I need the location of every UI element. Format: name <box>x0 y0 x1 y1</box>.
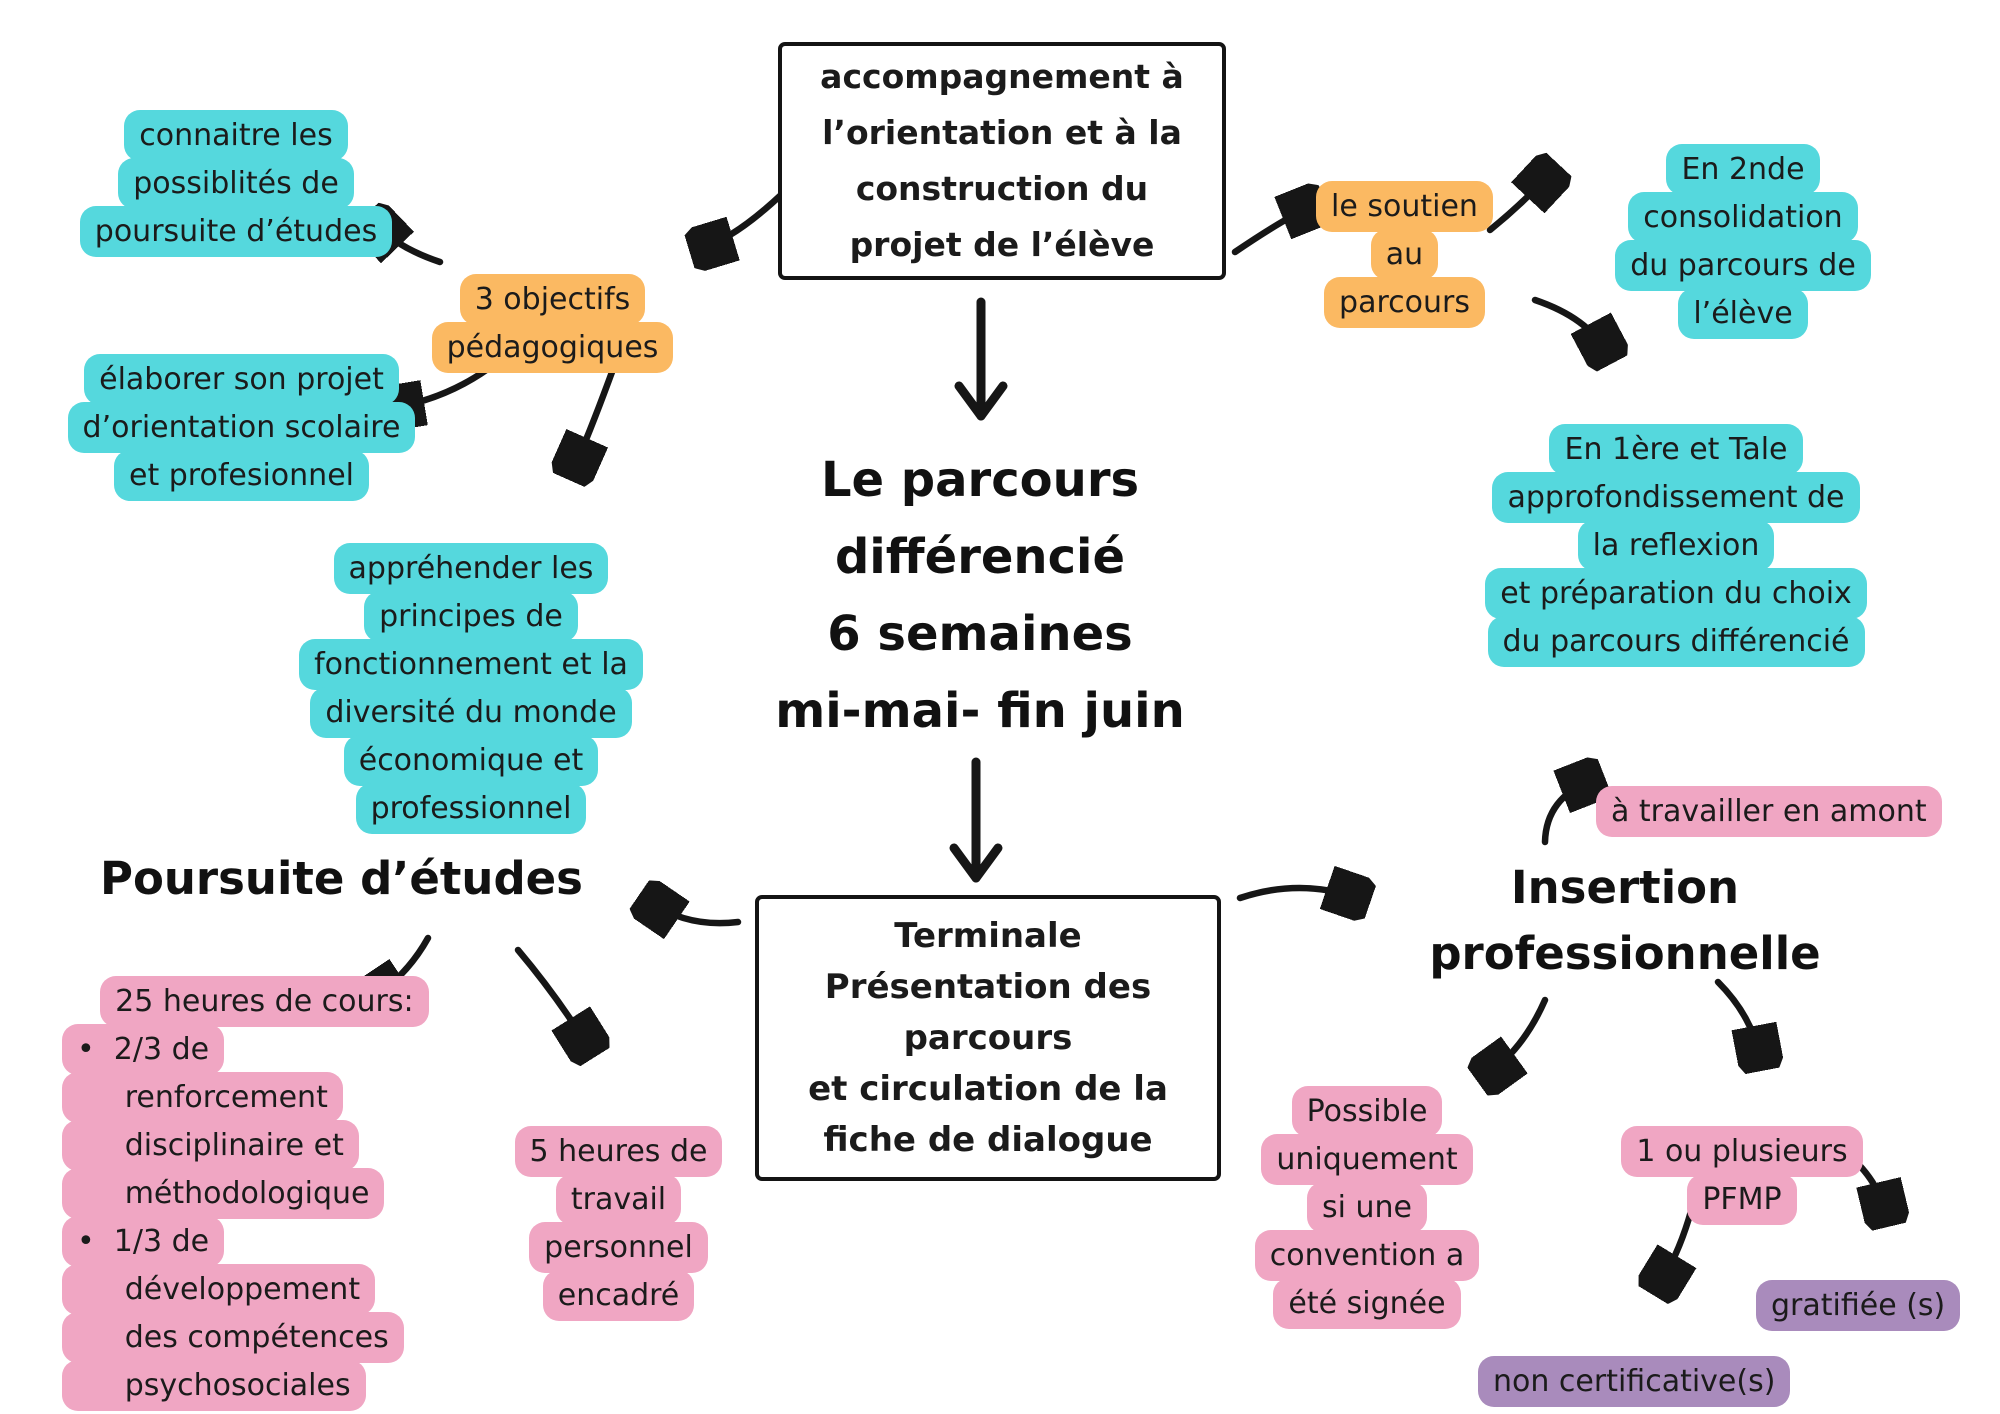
node-terminale-text: Terminale Présentation des parcours et c… <box>808 915 1168 1160</box>
node-accompagnement-text: accompagnement à l’orientation et à la c… <box>820 57 1184 264</box>
node-5-heures-text: 5 heures de travail personnel encadré <box>514 1126 723 1321</box>
node-elaborer-projet: élaborer son projet d’orientation scolai… <box>44 308 439 501</box>
node-apprehender-principes: appréhender les principes de fonctionnem… <box>286 497 656 834</box>
node-3-objectifs: 3 objectifs pédagogiques <box>420 228 685 373</box>
node-5-heures: 5 heures de travail personnel encadré <box>486 1080 751 1321</box>
arrow-insertion-to-amont <box>1541 780 1592 846</box>
node-connaitre-text: connaitre les possiblités de poursuite d… <box>79 110 393 257</box>
node-pfmp: 1 ou plusieurs PFMP <box>1612 1080 1872 1225</box>
node-elaborer-text: élaborer son projet d’orientation scolai… <box>67 354 416 501</box>
arrow-terminale-to-poursuite <box>650 902 742 923</box>
node-connaitre-possibilites: connaitre les possiblités de poursuite d… <box>66 64 406 257</box>
arrow-accompagnement-to-soutien <box>1231 206 1313 256</box>
node-pfmp-text: 1 ou plusieurs PFMP <box>1621 1126 1863 1225</box>
node-terminale-box: Terminale Présentation des parcours et c… <box>755 895 1221 1181</box>
node-en-2nde: En 2nde consolidation du parcours de l’é… <box>1568 98 1918 339</box>
node-possible-text: Possible uniquement si une convention a … <box>1254 1086 1480 1329</box>
node-apprehender-text: appréhender les principes de fonctionnem… <box>299 543 643 834</box>
node-non-certificative: non certificative(s) <box>1478 1310 1791 1407</box>
node-non-certificative-text: non certificative(s) <box>1478 1356 1791 1407</box>
node-gratifiee: gratifiée (s) <box>1756 1234 1961 1331</box>
node-gratifiee-text: gratifiée (s) <box>1756 1280 1961 1331</box>
node-accompagnement-box: accompagnement à l’orientation et à la c… <box>778 42 1226 280</box>
arrow-title-to-terminale-head <box>949 843 1003 883</box>
arrow-accompagnement-to-title-head <box>954 381 1008 421</box>
arrow-insertion-to-pfmp <box>1714 978 1760 1058</box>
arrow-poursuite-to-5h <box>514 946 588 1046</box>
node-soutien-text: le soutien au parcours <box>1316 181 1493 328</box>
node-possible-convention: Possible uniquement si une convention a … <box>1242 1040 1492 1329</box>
central-title: Le parcours différencié 6 semaines mi-ma… <box>775 452 1185 739</box>
arrow-accompagnement-to-objectifs <box>702 190 786 248</box>
node-en-2nde-text: En 2nde consolidation du parcours de l’é… <box>1615 144 1871 339</box>
node-soutien-parcours: le soutien au parcours <box>1312 135 1497 328</box>
node-a-travailler-text: à travailler en amont <box>1596 786 1942 837</box>
arrow-terminale-to-insertion <box>1236 888 1358 898</box>
node-25-heures: 25 heures de cours: • 2/3 de renforcemen… <box>62 930 442 1414</box>
arrow-insertion-to-possible <box>1488 996 1549 1074</box>
node-en-1ere-text: En 1ère et Tale approfondissement de la … <box>1485 424 1867 667</box>
heading-poursuite-etudes: Poursuite d’études <box>100 852 583 905</box>
arrow-soutien-to-en2nde <box>1486 174 1550 234</box>
node-25-heures-text: 25 heures de cours: • 2/3 de renforcemen… <box>62 976 429 1411</box>
node-3-objectifs-text: 3 objectifs pédagogiques <box>431 274 674 373</box>
node-a-travailler-amont: à travailler en amont <box>1596 740 1942 837</box>
node-en-1ere-tale: En 1ère et Tale approfondissement de la … <box>1466 378 1886 667</box>
arrow-objectifs-to-apprehender <box>574 368 616 468</box>
heading-insertion-professionnelle: Insertion professionnelle <box>1429 861 1821 980</box>
